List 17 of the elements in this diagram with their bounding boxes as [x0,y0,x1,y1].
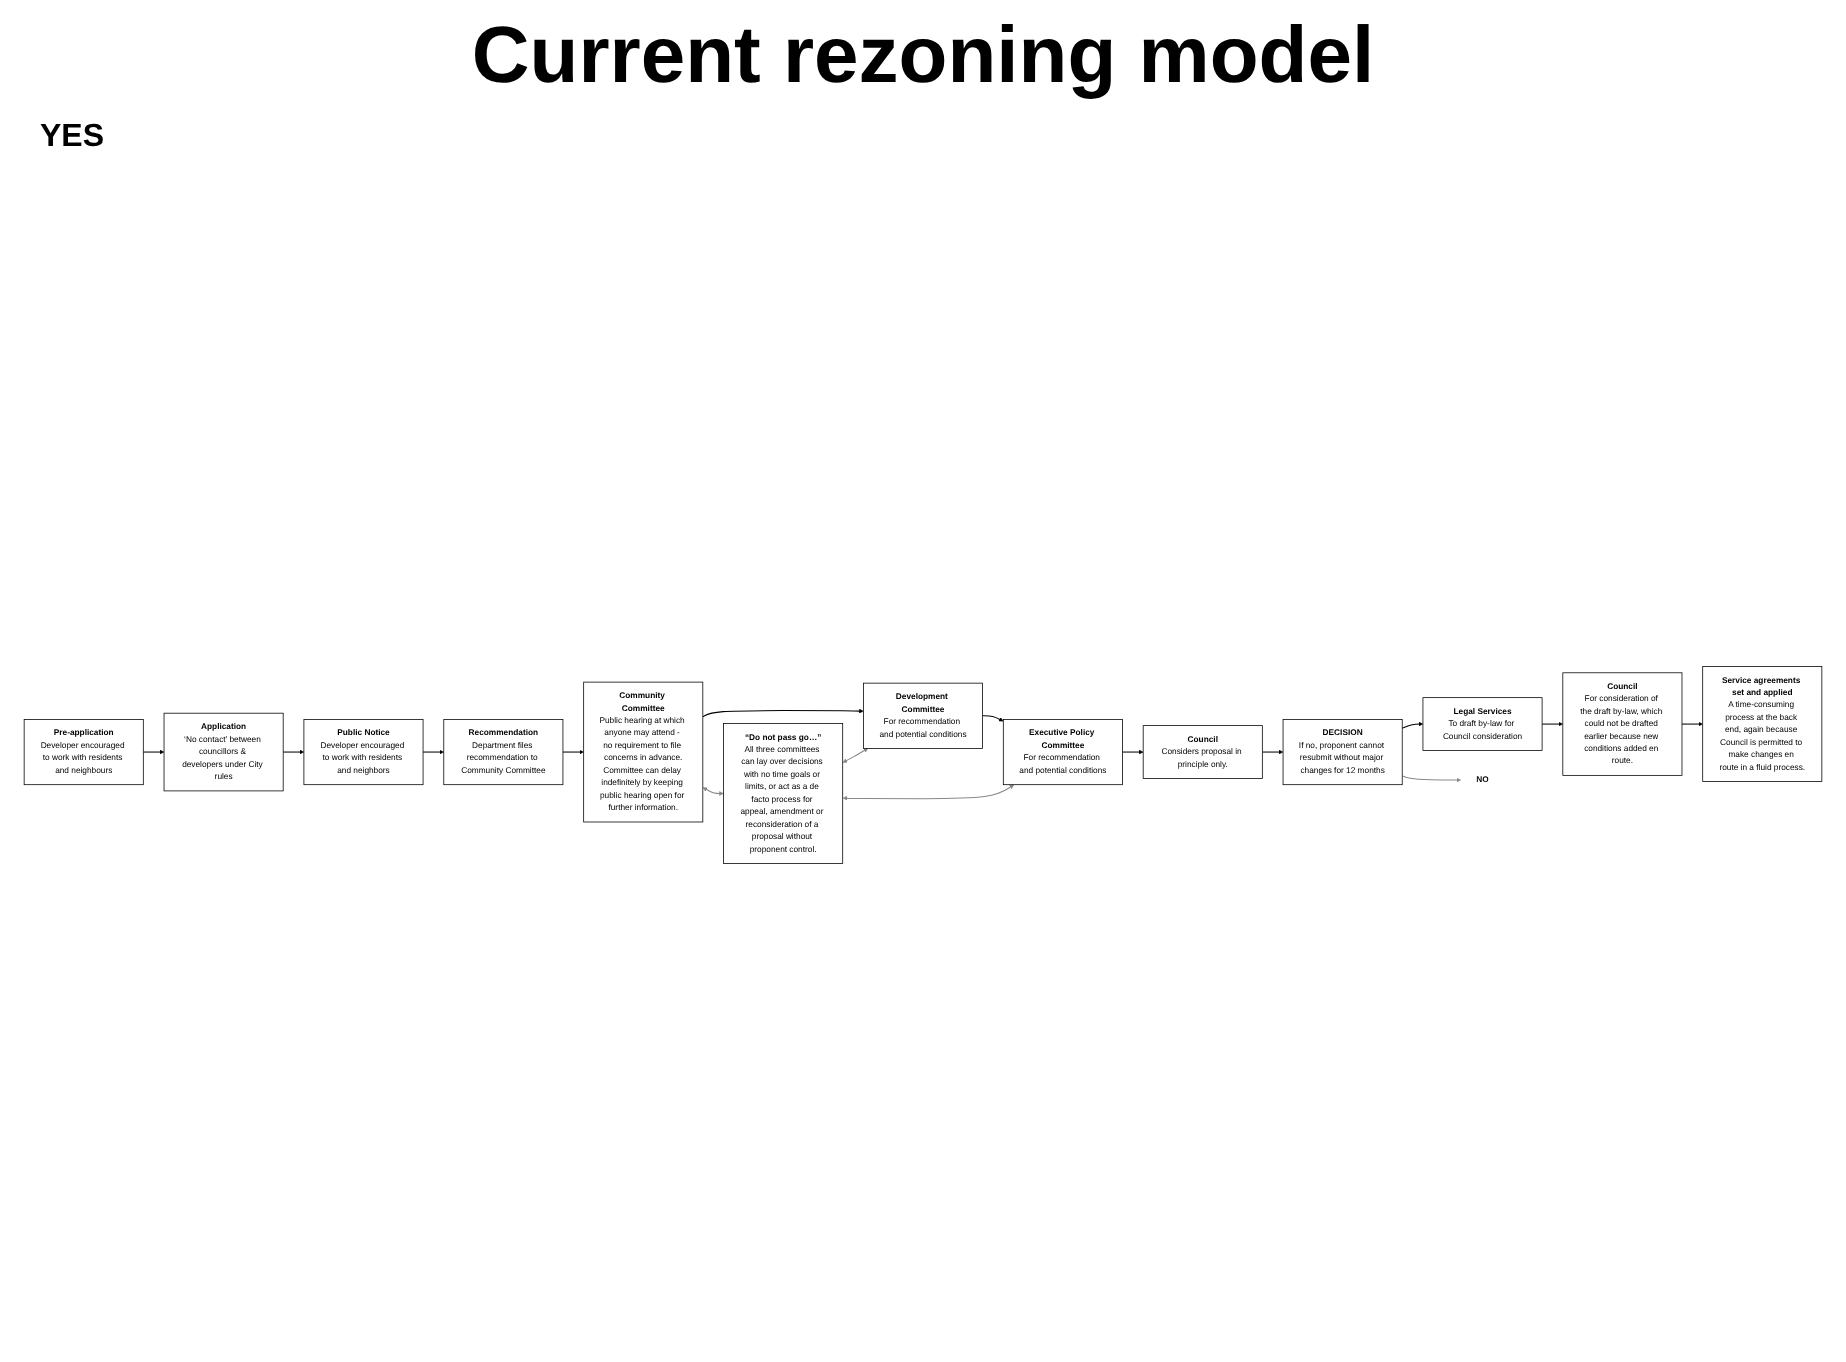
arrow [1401,775,1461,783]
arrow [1401,721,1424,729]
arrow [982,715,1004,722]
arrow [1681,721,1703,727]
arrow [842,784,1015,801]
arrow [1261,749,1284,755]
arrow [842,748,869,763]
arrow [1541,721,1564,727]
branch-label: YES [40,120,105,154]
title: Current rezoning model [469,12,1377,102]
arrow [1121,749,1144,755]
arrow [282,749,305,755]
arrow [702,787,724,796]
arrow [562,749,584,755]
arrow [142,749,165,755]
arrow [422,749,444,755]
arrow [702,708,864,718]
